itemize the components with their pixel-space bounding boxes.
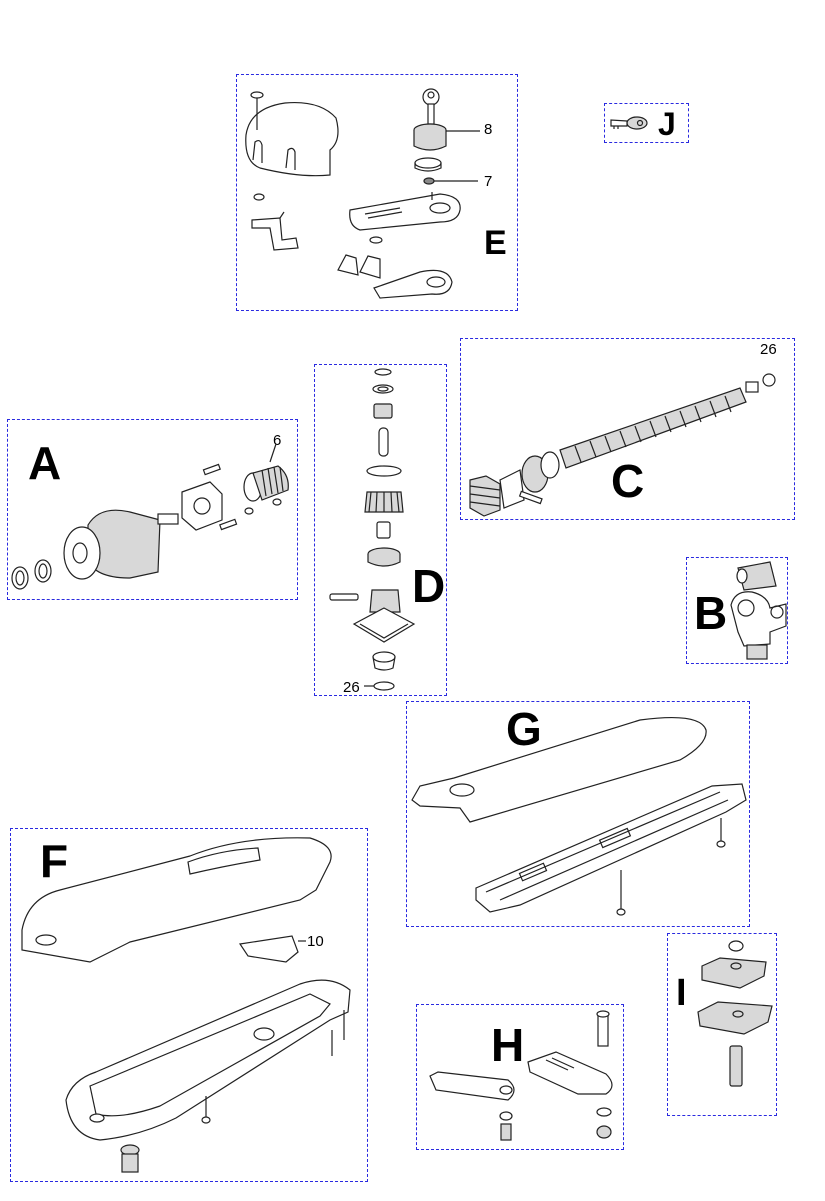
callout-c-26: 26 xyxy=(760,341,777,358)
i-blocks xyxy=(697,940,773,1087)
callout-d-26: 26 xyxy=(343,679,360,696)
e-cover-part xyxy=(245,101,339,177)
group-i-letter: I xyxy=(676,972,687,1014)
a-flange-plate xyxy=(181,481,223,531)
f-cover xyxy=(21,837,332,963)
b-coupling xyxy=(730,561,787,660)
e-screw xyxy=(250,91,264,130)
callout-a-6: 6 xyxy=(273,432,282,449)
c-shaft xyxy=(469,373,776,517)
group-i-frame xyxy=(667,933,777,1116)
group-j-frame xyxy=(604,103,689,143)
group-b-frame xyxy=(686,557,788,664)
group-d-letter: D xyxy=(412,560,446,612)
e-lock-cylinder xyxy=(413,123,480,185)
group-c-letter: C xyxy=(611,455,645,507)
group-f-frame xyxy=(10,828,368,1182)
group-d-frame xyxy=(314,364,447,696)
e-lever-bracket xyxy=(349,192,461,231)
a-worm-gear xyxy=(243,443,289,502)
group-e-letter: E xyxy=(484,224,507,262)
callout-f-10: 10 xyxy=(307,933,324,950)
g-base xyxy=(475,783,747,916)
f-base-tray xyxy=(65,979,351,1173)
g-cover xyxy=(411,716,707,823)
d-stack xyxy=(329,368,416,691)
e-release-lever xyxy=(337,236,453,299)
group-a-letter: A xyxy=(28,437,62,489)
e-small-bracket xyxy=(251,193,299,251)
a-motor xyxy=(63,509,179,580)
group-g-frame xyxy=(406,701,750,927)
group-b-letter: B xyxy=(694,587,728,639)
group-a-frame xyxy=(7,419,298,600)
group-h-letter: H xyxy=(491,1019,525,1071)
group-f-letter: F xyxy=(40,835,69,887)
group-g-letter: G xyxy=(506,703,542,755)
e-key-icon xyxy=(422,88,440,125)
group-e-frame xyxy=(236,74,518,311)
group-c-frame xyxy=(460,338,795,520)
f-bracket xyxy=(238,935,306,963)
callout-e-8: 8 xyxy=(484,121,493,138)
a-bolts xyxy=(202,463,282,531)
group-h-frame xyxy=(416,1004,624,1150)
h-plates xyxy=(429,1010,613,1141)
group-j-letter: J xyxy=(658,106,676,142)
j-key-icon xyxy=(610,116,648,130)
callout-e-7: 7 xyxy=(484,173,493,190)
a-rings xyxy=(11,559,52,590)
